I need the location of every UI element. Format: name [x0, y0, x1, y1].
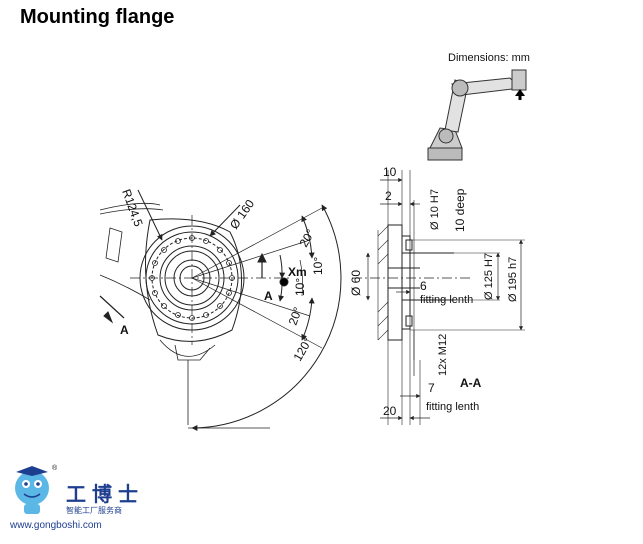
section-marker-left: A — [120, 323, 129, 337]
radius-label: R124,5 — [119, 187, 146, 228]
angle-20-bottom-label: 20° — [286, 305, 305, 327]
fitting-length-2: fitting lenth — [426, 401, 479, 413]
section-label: A-A — [460, 376, 482, 390]
dim-20: 20 — [383, 404, 397, 418]
page-title: Mounting flange — [20, 6, 175, 28]
bore-10-h7-label: Ø 10 H7 — [429, 189, 441, 230]
mascot-logo — [15, 466, 49, 514]
dia-60-label: Ø 60 — [349, 270, 363, 296]
dim-10-top: 10 — [383, 165, 397, 179]
watermark: 工博士 智能工厂服务商 www.gongboshi.com — [6, 458, 156, 538]
flange-front-view — [99, 189, 342, 431]
fitting-length-1: fitting lenth — [420, 294, 473, 306]
flange-section-view — [352, 170, 525, 425]
thread-12x-label: 12x M12 — [437, 334, 449, 376]
xm-label: Xm — [288, 265, 307, 279]
dia-125-h7-label: Ø 125 H7 — [483, 253, 495, 300]
watermark-brand: 工博士 — [66, 482, 144, 506]
dim-7: 7 — [428, 381, 435, 395]
dia-195-h7-label: Ø 195 h7 — [507, 257, 519, 302]
angle-120-label: 120° — [290, 335, 315, 364]
section-marker-right: A — [264, 289, 273, 303]
registered-mark: ® — [52, 464, 58, 472]
dim-2: 2 — [385, 189, 392, 203]
deep-10-label: 10 deep — [453, 188, 467, 232]
watermark-slogan: 智能工厂服务商 — [66, 506, 122, 515]
angle-10-right-label: 10° — [311, 257, 325, 275]
dim-6: 6 — [420, 279, 427, 293]
angle-10-inner-label: 10° — [293, 278, 307, 296]
robot-icon — [427, 69, 527, 161]
angle-20-top-label: 20° — [296, 227, 317, 250]
units-note: Dimensions: mm — [448, 52, 530, 64]
watermark-url: www.gongboshi.com — [10, 520, 102, 531]
